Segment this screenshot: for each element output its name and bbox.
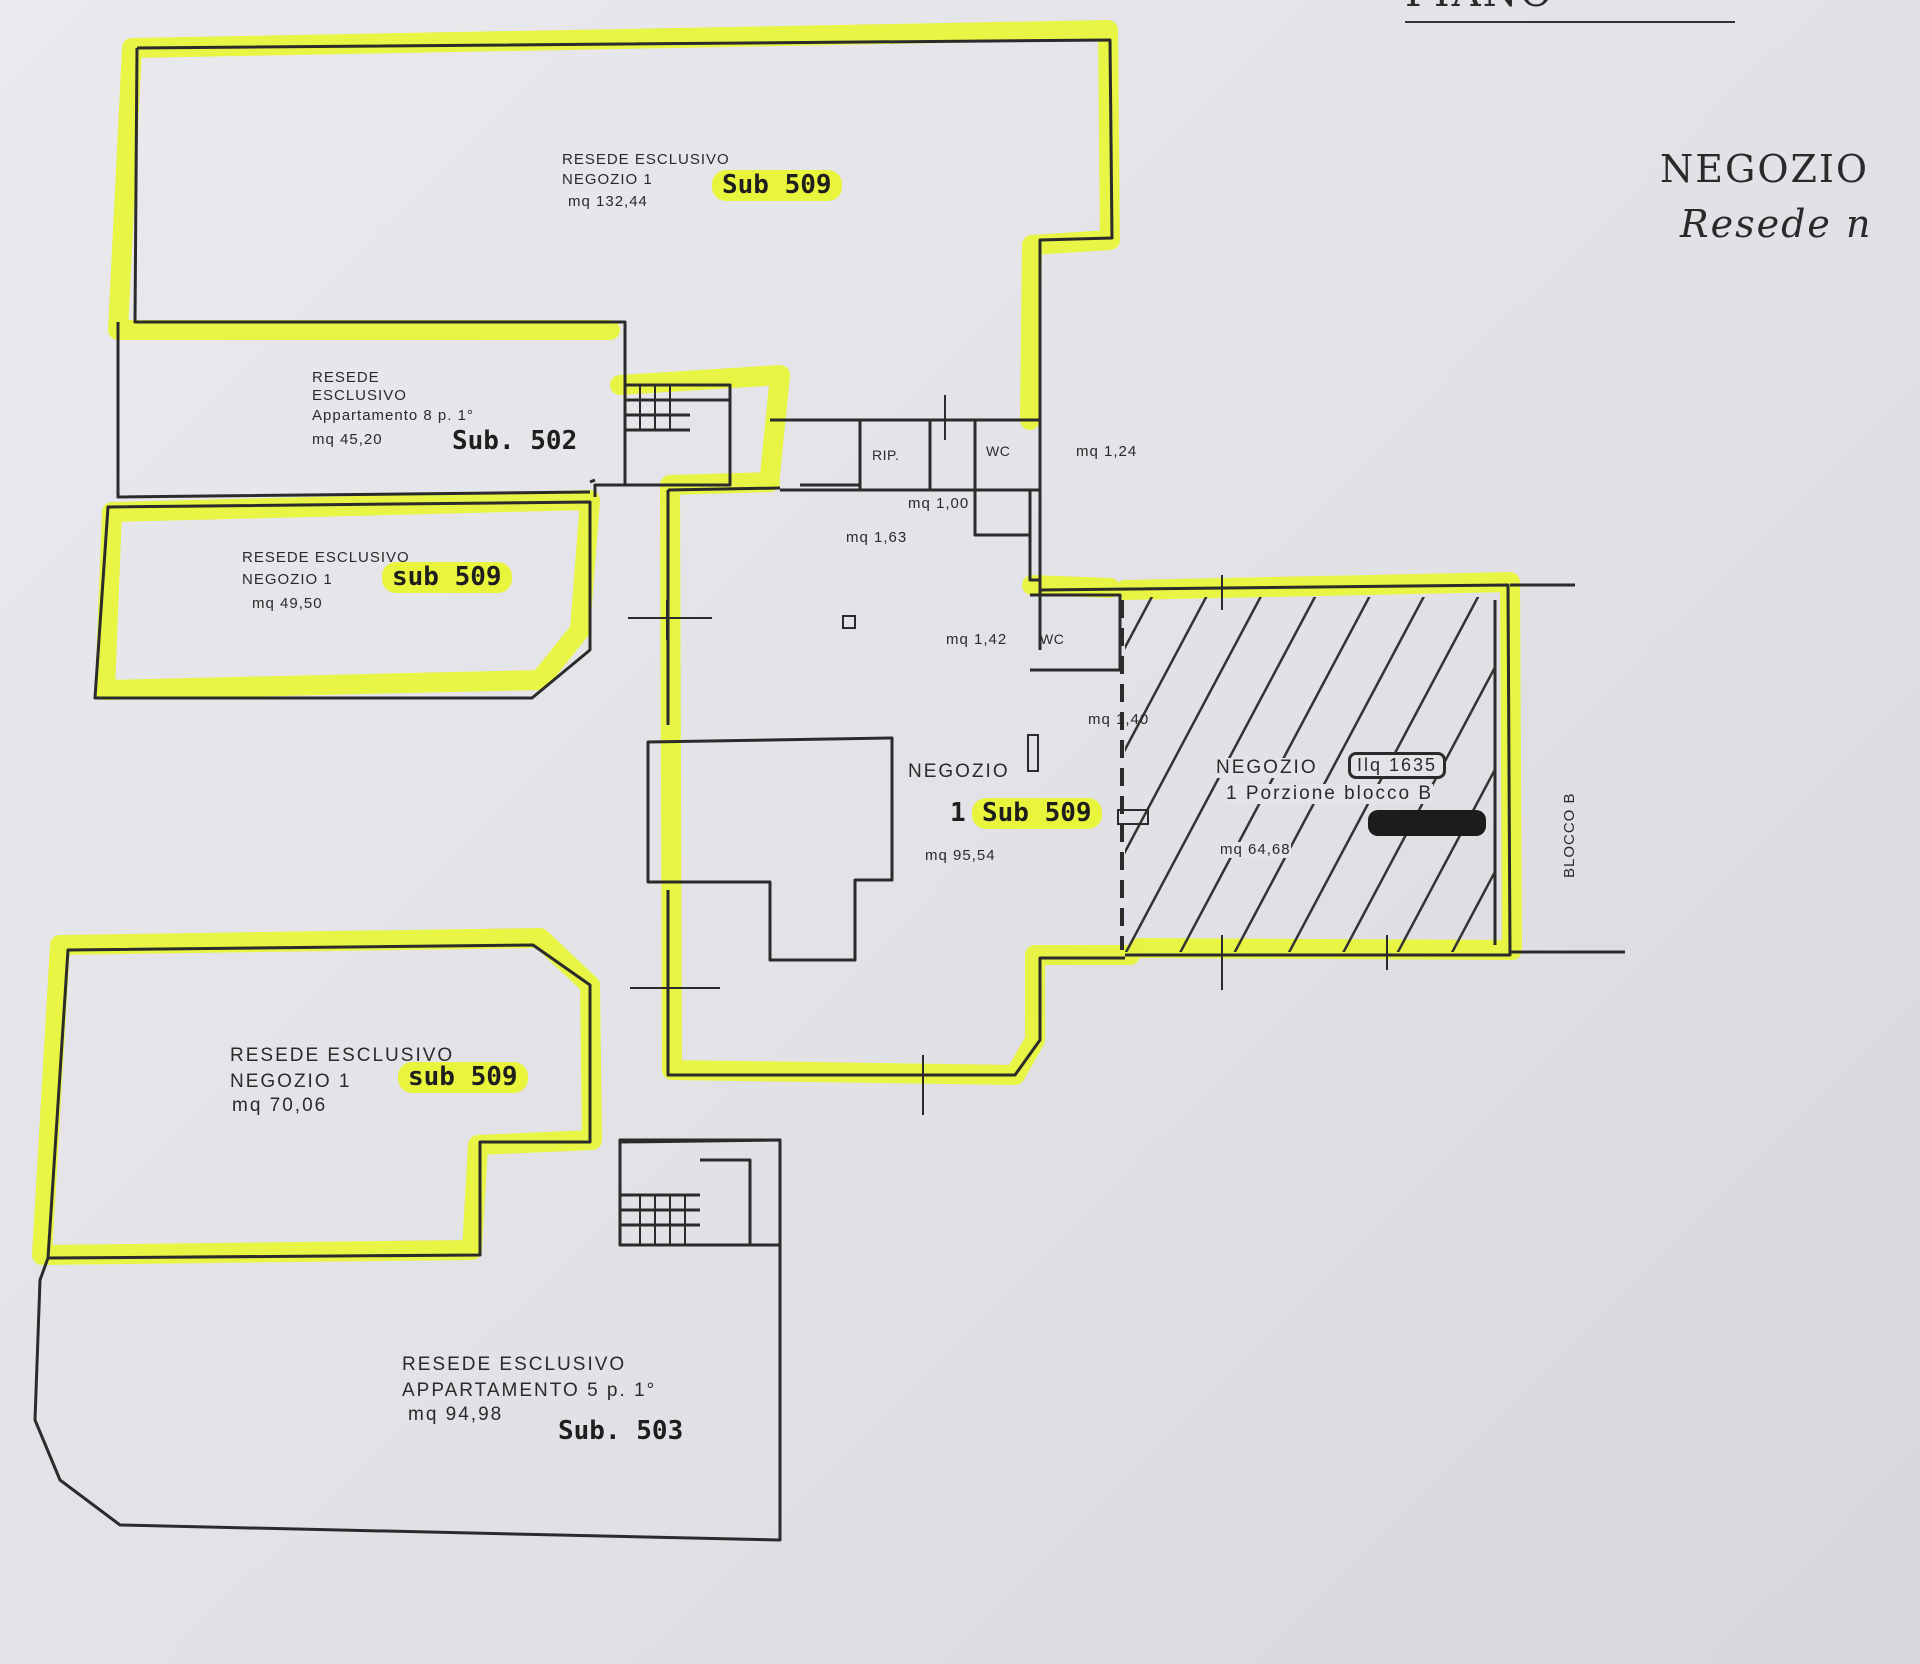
room-mq-142: mq 1,42 [946, 631, 1008, 648]
low-resede-sub: sub 509 [398, 1062, 528, 1094]
room-mq-140: mq 1,40 [1088, 711, 1150, 728]
outline-central-block [646, 736, 894, 962]
outline-resede-app8 [116, 322, 627, 499]
side-note-negozio: NEGOZIO [1660, 147, 1870, 191]
negozio-b-portion: 1 Porzione blocco B [1226, 783, 1433, 804]
resede-app5-line2: APPARTAMENTO 5 p. 1° [402, 1380, 657, 1401]
outline-resede-app5 [33, 1138, 782, 1542]
low-resede-line2: NEGOZIO 1 [230, 1071, 352, 1092]
top-resede-sub: Sub 509 [712, 170, 842, 202]
top-resede-line1: RESEDE ESCLUSIVO [562, 151, 730, 168]
mid-resede-line2: NEGOZIO 1 [242, 571, 333, 588]
outline-mid-resede [93, 500, 592, 700]
outline-stair-2 [618, 1138, 782, 1247]
room-rip: RIP. [872, 447, 900, 463]
highlight-top-resede [108, 20, 1120, 485]
room-mq-163: mq 1,63 [846, 529, 908, 546]
outline-extension-lines [1510, 583, 1625, 954]
mid-resede-line1: RESEDE ESCLUSIVO [242, 549, 410, 566]
low-resede-mq: mq 70,06 [232, 1095, 328, 1116]
mid-resede-sub: sub 509 [382, 562, 512, 594]
side-note-resede: Resede n [1680, 202, 1873, 246]
negozio-main-sub: Sub 509 [972, 798, 1102, 830]
resede-app5-mq: mq 94,98 [408, 1404, 504, 1425]
highlight-negozio-main [660, 472, 1140, 1085]
redaction-mark [1368, 810, 1486, 836]
top-resede-line2: NEGOZIO 1 [562, 171, 653, 188]
resede-app8-line3: Appartamento 8 p. 1° [312, 407, 474, 424]
negozio-b-label: NEGOZIO [1216, 757, 1318, 778]
low-resede-line1: RESEDE ESCLUSIVO [230, 1045, 455, 1066]
resede-app8-line2: ESCLUSIVO [312, 387, 407, 404]
room-wc1: WC [986, 443, 1011, 459]
resede-app5-sub: Sub. 503 [558, 1416, 684, 1446]
negozio-b-tag: Ilq 1635 [1348, 752, 1447, 779]
highlight-mid-resede [95, 490, 600, 700]
room-wc2: WC [1040, 631, 1065, 647]
negozio-main-mq: mq 95,54 [925, 847, 996, 864]
resede-app8-mq: mq 45,20 [312, 431, 383, 448]
outline-low-resede [46, 943, 592, 1260]
room-mq-100: mq 1,00 [908, 495, 970, 512]
resede-app8-line1: RESEDE [312, 369, 380, 386]
mid-resede-mq: mq 49,50 [252, 595, 323, 612]
room-mq-124: mq 1,24 [1076, 443, 1138, 460]
resede-app8-sub: Sub. 502 [452, 426, 578, 456]
negozio-main-label: NEGOZIO [908, 761, 1010, 782]
outline-negozio-main [666, 418, 1125, 1077]
resede-app5-line1: RESEDE ESCLUSIVO [402, 1354, 627, 1375]
blocco-b-label: BLOCCO B [1561, 792, 1578, 878]
outline-stair-1 [625, 383, 862, 487]
negozio-main-number: 1 [950, 798, 966, 828]
negozio-b-mq: mq 64,68 [1220, 841, 1291, 858]
sheet-title: PIANO [1405, 0, 1554, 14]
top-resede-mq: mq 132,44 [568, 193, 648, 210]
